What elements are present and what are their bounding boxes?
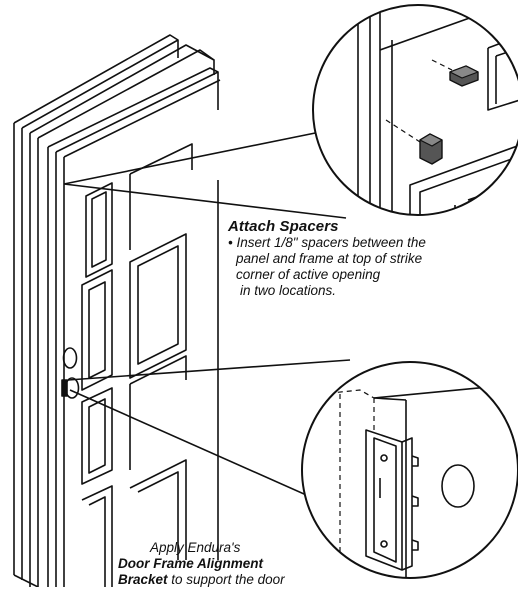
bracket-line-3: Bracket to support the door xyxy=(118,572,285,588)
door-hardware xyxy=(61,347,80,399)
spacer-detail-circle xyxy=(312,4,518,216)
bracket-line-3-rest: to support the door xyxy=(167,572,285,587)
bracket-term: Bracket xyxy=(118,572,168,587)
alignment-bracket-icon xyxy=(365,429,419,571)
door-frame xyxy=(13,34,215,588)
bracket-line-2: Door Frame Alignment xyxy=(118,556,264,571)
spacers-line-1-text: Insert 1/8" spacers between the xyxy=(236,235,426,250)
spacers-instruction-line-1: • Insert 1/8" spacers between the xyxy=(228,235,426,251)
door-panels xyxy=(81,143,193,587)
spacers-instruction-line-3: corner of active opening xyxy=(236,267,381,282)
bracket-line-1: Apply Endura's xyxy=(150,540,241,555)
spacers-instruction-line-2: panel and frame at top of strike xyxy=(236,251,423,266)
spacers-title: Attach Spacers xyxy=(228,218,339,235)
spacer-icon xyxy=(419,133,443,165)
spacer-icon xyxy=(449,65,479,87)
bullet: • xyxy=(228,235,233,250)
callout-lines xyxy=(63,129,351,511)
deadbolt-icon xyxy=(62,347,78,369)
spacers-instruction-line-4: in two locations. xyxy=(240,283,337,298)
bore-hole-icon xyxy=(441,464,475,508)
door-leaf xyxy=(47,67,221,587)
latch-icon xyxy=(61,379,68,397)
bracket-detail-circle xyxy=(301,361,518,579)
